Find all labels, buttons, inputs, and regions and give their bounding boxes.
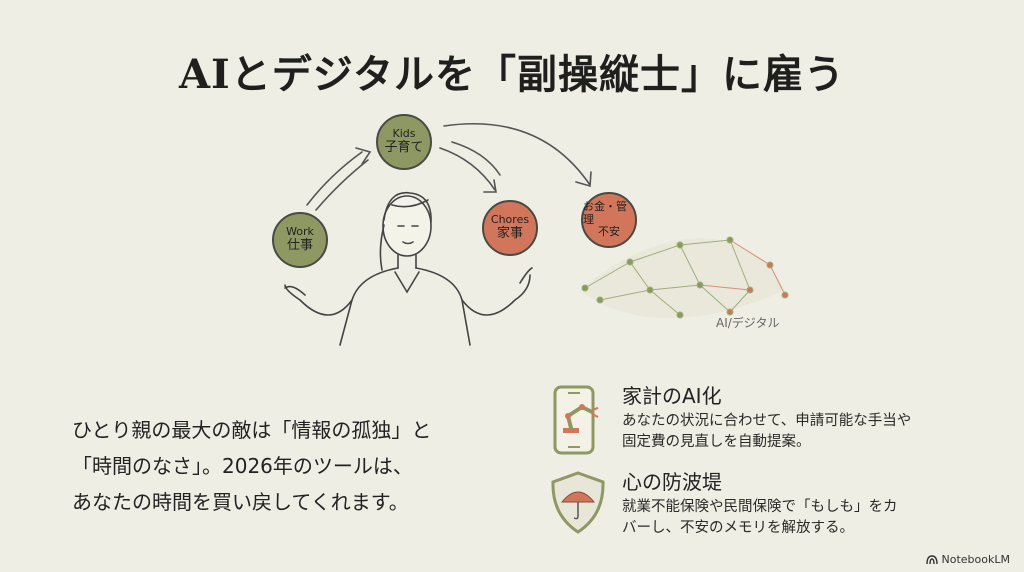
arrow-work-kids bbox=[306, 147, 372, 211]
node-kids-en: Kids bbox=[392, 127, 416, 141]
ai-digital-label: AI/デジタル bbox=[716, 316, 780, 330]
feature-body-line: バーし、不安のメモリを解放する。 bbox=[622, 520, 854, 536]
feature-body-line: あなたの状況に合わせて、申請可能な手当や bbox=[622, 413, 912, 429]
node-chores-en: Chores bbox=[490, 213, 530, 227]
node-kids: Kids 子育て bbox=[376, 114, 432, 170]
feature-mental-breakwater: 心の防波堤 就業不能保険や民間保険で「もしも」をカ バーし、不安のメモリを解放す… bbox=[622, 466, 898, 539]
ai-network-hand bbox=[580, 236, 789, 319]
node-kids-jp: 子育て bbox=[384, 139, 424, 155]
feature-body-line: 就業不能保険や民間保険で「もしも」をカ bbox=[622, 499, 898, 515]
node-chores-jp: 家事 bbox=[496, 225, 523, 241]
node-work-jp: 仕事 bbox=[286, 237, 313, 253]
lead-line: ひとり親の最大の敵は「情報の孤独」と bbox=[72, 418, 432, 442]
phone-robot-arm-icon bbox=[553, 385, 599, 455]
node-work-en: Work bbox=[286, 225, 314, 239]
notebooklm-brand: NotebookLM bbox=[925, 553, 1010, 566]
node-chores: Chores 家事 bbox=[482, 200, 538, 256]
node-money: お金・管理 不安 bbox=[581, 192, 637, 248]
arrow-kids-chores bbox=[439, 141, 501, 193]
node-work: Work 仕事 bbox=[272, 212, 328, 268]
lead-text: ひとり親の最大の敵は「情報の孤独」と 「時間のなさ」。2026年のツールは、 あ… bbox=[72, 412, 431, 520]
notebooklm-logo-icon bbox=[925, 555, 938, 564]
feature-heading: 家計のAI化 bbox=[622, 384, 722, 408]
lead-line: あなたの時間を買い戻してくれます。 bbox=[72, 490, 409, 514]
woman-figure bbox=[284, 191, 533, 346]
lead-line: 「時間のなさ」。2026年のツールは、 bbox=[72, 454, 413, 478]
feature-ai-budget: 家計のAI化 あなたの状況に合わせて、申請可能な手当や 固定費の見直しを自動提案… bbox=[622, 380, 911, 453]
feature-heading: 心の防波堤 bbox=[622, 470, 722, 494]
feature-body-line: 固定費の見直しを自動提案。 bbox=[622, 434, 811, 450]
shield-umbrella-icon bbox=[551, 471, 605, 534]
node-money-line1: お金・管理 bbox=[583, 200, 627, 226]
slide-title: AIとデジタルを「副操縦士」に雇う bbox=[179, 51, 845, 98]
node-money-line2: 不安 bbox=[598, 225, 620, 239]
brand-label: NotebookLM bbox=[941, 553, 1010, 566]
arrow-kids-money bbox=[443, 122, 592, 188]
